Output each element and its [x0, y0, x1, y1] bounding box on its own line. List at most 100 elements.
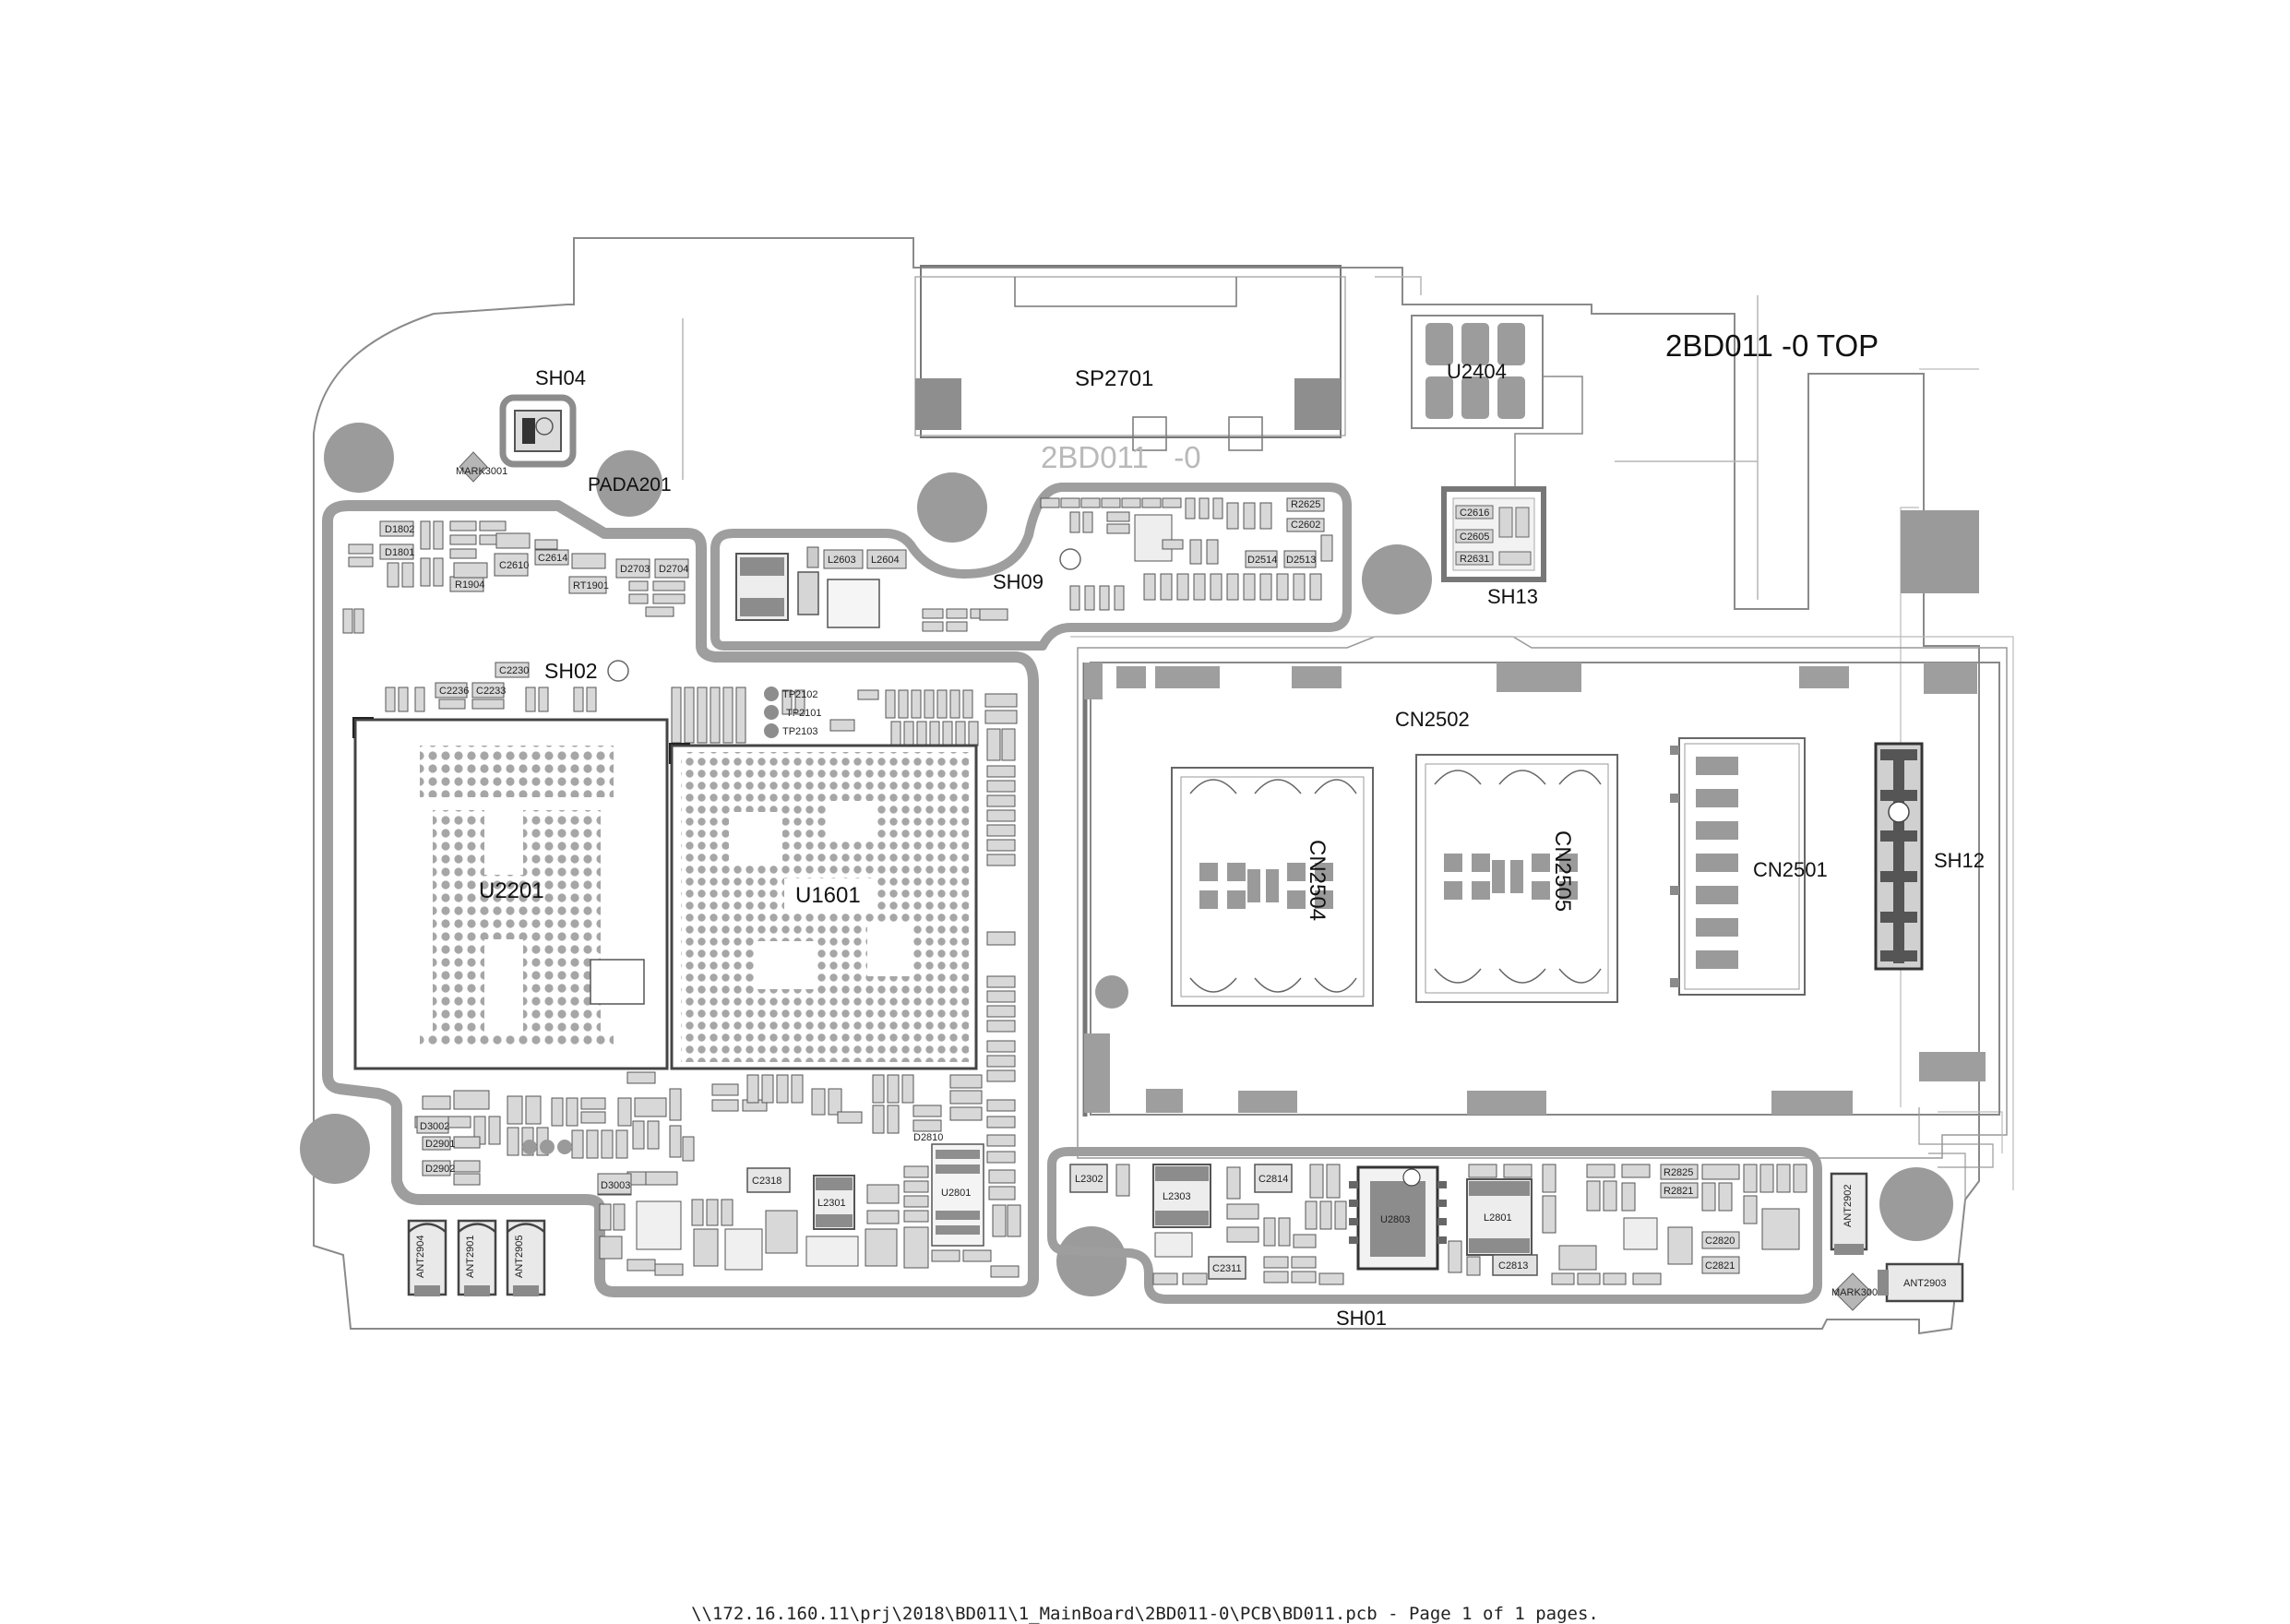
d3002-part	[416, 1116, 449, 1134]
label-ant2905: ANT2905	[514, 1236, 525, 1278]
label-r2825: R2825	[1664, 1167, 1693, 1178]
u2201-balls-bottom	[420, 1032, 614, 1045]
label-pada201: PADA201	[588, 474, 672, 496]
silkscreen-revision: 2BD011 -0	[1041, 440, 1201, 474]
ant2902-part	[1830, 1172, 1868, 1251]
test-points	[764, 687, 779, 738]
label-l2603: L2603	[828, 555, 856, 566]
label-l2604: L2604	[871, 555, 900, 566]
top-left-passives	[342, 520, 689, 634]
c2318-part	[746, 1167, 791, 1193]
speaker-top-notch	[1014, 277, 1237, 307]
speaker-sq-2	[1228, 416, 1263, 451]
u2201-corner	[352, 717, 374, 738]
label-r2821: R2821	[1664, 1186, 1693, 1197]
label-r2625: R2625	[1291, 499, 1320, 510]
u2404-body	[1411, 315, 1544, 429]
label-l2302: L2302	[1075, 1174, 1103, 1185]
hole-sh09-left	[917, 472, 987, 543]
connector-block	[1901, 510, 1979, 593]
label-d3003: D3003	[601, 1180, 630, 1191]
l2301-pad-top	[816, 1177, 853, 1190]
speaker-pad-left	[915, 378, 961, 430]
board-outline	[313, 237, 1980, 1335]
label-c2821: C2821	[1705, 1260, 1735, 1272]
u2201-balls-top	[420, 746, 614, 797]
sh13-shield	[1441, 486, 1546, 582]
label-d2514: D2514	[1247, 555, 1277, 566]
u1601-void-1	[729, 812, 782, 864]
sh04-part-inner	[522, 418, 535, 444]
sh02-fiducial	[607, 660, 629, 682]
label-ant2901: ANT2901	[465, 1236, 476, 1278]
label-l2301: L2301	[817, 1198, 846, 1209]
cn2502-pads	[1084, 663, 1986, 1115]
label-cn2501: CN2501	[1753, 858, 1828, 881]
u2404-pads	[1425, 323, 1525, 419]
cn2504-socket	[1171, 767, 1374, 1007]
label-rt1901: RT1901	[573, 580, 609, 591]
label-l2303: L2303	[1163, 1191, 1191, 1202]
label-d2703: D2703	[620, 564, 650, 575]
d3003-part	[597, 1173, 632, 1195]
label-c2602: C2602	[1291, 519, 1320, 531]
sh01-shield	[1047, 1147, 1822, 1304]
ant2903-part	[1885, 1262, 1964, 1303]
hole-right-sh13	[1362, 544, 1432, 615]
u2201-balls-right	[523, 810, 601, 1032]
u1601-corner	[669, 743, 690, 764]
label-d2902: D2902	[425, 1164, 455, 1175]
sh12-fiducial	[1888, 801, 1910, 823]
sh13-parts	[1455, 505, 1532, 566]
u1601-void-3	[757, 941, 816, 989]
hole-bottom-right	[1879, 1167, 1953, 1241]
label-c2820: C2820	[1705, 1236, 1735, 1247]
ant2903-pad	[1878, 1270, 1889, 1296]
c2814-part	[1254, 1164, 1293, 1193]
ant2905-part	[506, 1219, 546, 1296]
bga-top-passives	[385, 662, 979, 746]
speaker-sq-1	[1132, 416, 1167, 451]
ant2901-part	[457, 1219, 497, 1296]
u1601-void-4	[867, 923, 910, 976]
u2803-pins	[1349, 1181, 1447, 1244]
l2801-pad-bottom	[1469, 1238, 1530, 1253]
label-sh13: SH13	[1487, 585, 1538, 608]
label-u2803: U2803	[1380, 1214, 1410, 1225]
sh09-small-part	[806, 546, 819, 568]
sh02-shield	[322, 500, 1039, 1297]
label-r2631: R2631	[1460, 554, 1489, 565]
u2801-pins	[936, 1150, 980, 1235]
board-title: 2BD011 -0 TOP	[1665, 328, 1879, 363]
label-sh04: SH04	[535, 366, 586, 389]
mark3001-diamond	[459, 451, 488, 483]
u2803-fiducial	[1402, 1168, 1421, 1187]
label-ant2902: ANT2902	[1843, 1185, 1854, 1227]
cn2502-outline	[1077, 636, 2008, 1159]
label-u2801: U2801	[941, 1188, 971, 1199]
mounting-holes	[300, 423, 1953, 1296]
bottom-left-pads	[522, 1140, 572, 1154]
label-d2810: D2810	[913, 1132, 943, 1143]
label-cn2502: CN2502	[1395, 708, 1470, 731]
sh09-passives	[922, 497, 1333, 632]
page-footer-path: \\172.16.160.11\prj\2018\BD011\1_MainBoa…	[691, 1604, 1599, 1624]
label-d2513: D2513	[1286, 555, 1316, 566]
c2813-part	[1492, 1254, 1538, 1276]
ant2902-pad	[1834, 1244, 1864, 1255]
sh01-passives	[1115, 1164, 1807, 1285]
l2303-pad-top	[1155, 1166, 1209, 1181]
speaker-outline-inner	[914, 276, 1346, 436]
speaker-pad-right	[1294, 378, 1341, 430]
u2201-marker-box	[590, 959, 645, 1005]
label-sh02: SH02	[544, 659, 598, 683]
cn-traces-right	[1918, 1107, 1994, 1204]
mark3002-diamond	[1833, 1272, 1872, 1311]
lower-middle-parts	[626, 1071, 1016, 1164]
u2803-pad	[1370, 1181, 1425, 1257]
l2303-pad-bottom	[1155, 1211, 1209, 1225]
label-sh09: SH09	[993, 570, 1044, 593]
u1601-label-bg	[784, 878, 877, 910]
hole-bottom-mid	[1056, 1226, 1127, 1296]
